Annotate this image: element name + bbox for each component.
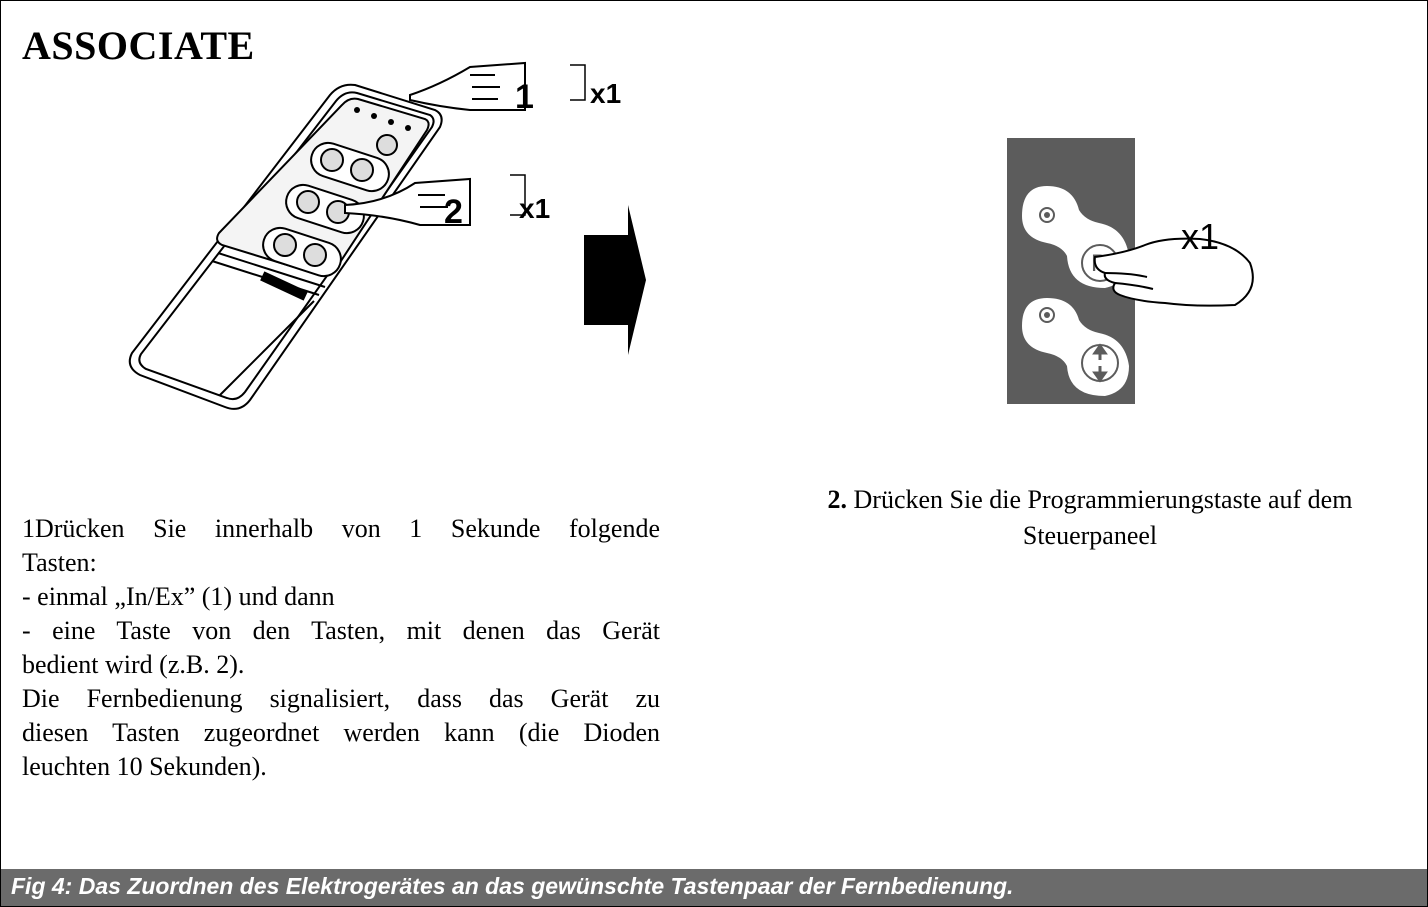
instruction-text-step-1: 1Drücken Sie innerhalb von 1 Sekunde fol… [22,512,660,784]
figure-caption: Fig 4: Das Zuordnen des Elektrogerätes a… [11,873,1014,899]
instruction-line: bedient wird (z.B. 2). [22,650,245,679]
remote-control-illustration [128,61,586,410]
pointing-hand-icon [409,61,526,111]
instruction-line: Drücken Sie die Programmierungstaste auf… [853,485,1353,514]
instruction-line: - einmal „In/Ex” (1) und dann [22,582,335,611]
instruction-text-step-2: 2. Drücken Sie die Programmierungstaste … [760,482,1420,554]
step-1-count: x1 [590,78,622,109]
brand-logo [260,271,308,301]
led-indicator [405,125,411,131]
page-title: ASSOCIATE [22,23,255,68]
figure-caption-bar: Fig 4: Das Zuordnen des Elektrogerätes a… [1,869,1427,906]
up-down-arrows-icon [1092,343,1108,383]
control-panel-illustration: P [1007,138,1135,404]
instruction-line: leuchten 10 Sekunden). [22,752,267,781]
instruction-line: 1Drücken Sie innerhalb von 1 Sekunde fol… [22,514,660,543]
pointing-hand-icon [344,177,471,226]
led-indicator [371,113,377,119]
step-2-number: 2 [444,193,463,231]
led-indicator [1039,207,1055,223]
led-indicator [1039,307,1055,323]
instruction-line: - eine Taste von den Tasten, mit denen d… [22,616,660,645]
arrow-right-icon [584,205,646,355]
led-indicator [354,107,360,113]
in-ex-button [376,134,398,156]
step-2-label: 2. [827,485,848,514]
led-indicator [388,119,394,125]
instruction-line: Steuerpaneel [1022,521,1158,550]
pointing-hand-icon [1093,237,1254,307]
instruction-line: diesen Tasten zugeordnet werden kann (di… [22,718,660,747]
panel-step-count: x1 [1181,216,1220,257]
step-1-number: 1 [515,78,534,116]
step-2-count: x1 [519,193,551,224]
instruction-line: Tasten: [22,548,97,577]
instruction-line: Die Fernbedienung signalisiert, dass das… [22,684,660,713]
